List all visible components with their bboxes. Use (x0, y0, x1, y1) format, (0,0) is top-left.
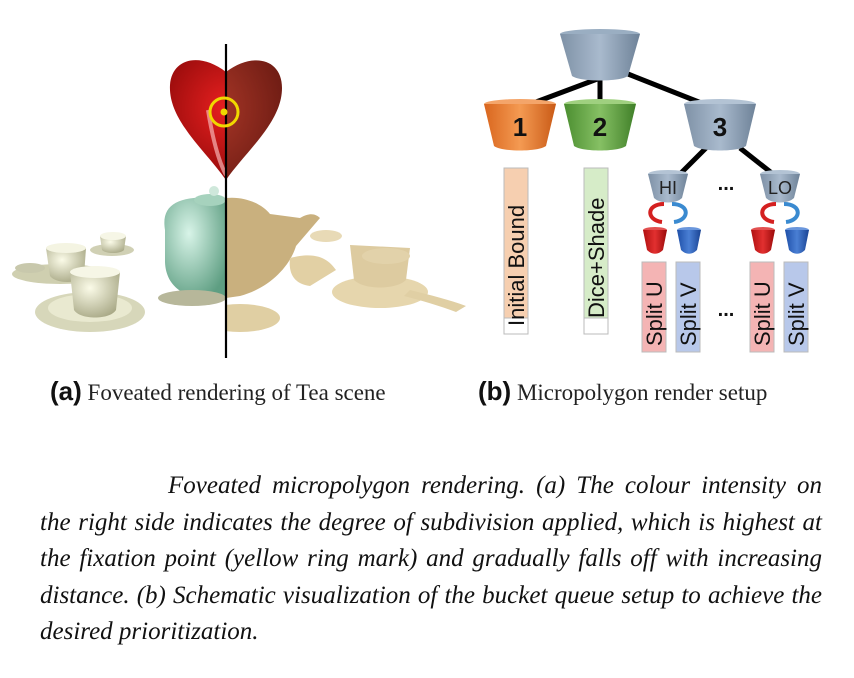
tea-scene-render (12, 44, 466, 358)
subfigure-a-caption: (a) Foveated rendering of Tea scene (50, 376, 386, 407)
split-v-bucket-lo (785, 227, 809, 254)
split-v-label-lo: Split V (784, 282, 809, 346)
bucket-1-number: 1 (513, 112, 527, 142)
split-v-label-box-lo: Split V (783, 261, 809, 353)
split-u-bucket-hi (643, 227, 667, 254)
bucket-queue-diagram: 1 2 3 HI LO ... (484, 29, 809, 353)
split-u-label-hi: Split U (642, 281, 667, 346)
split-u-label-lo: Split U (750, 281, 775, 346)
task-initial-bound-label: Initial Bound (504, 205, 529, 326)
bucket-2-number: 2 (593, 112, 607, 142)
split-u-bucket-lo (751, 227, 775, 254)
bucket-hi-label: HI (659, 178, 677, 198)
swap-arrows-icon-lo (760, 202, 800, 224)
task-initial-bound: Initial Bound (503, 167, 529, 335)
bucket-3-number: 3 (713, 112, 727, 142)
sub-bucket-ellipsis: ... (718, 173, 735, 195)
subfigure-a-tag: (a) (50, 376, 82, 406)
fixation-ring-icon (208, 96, 240, 128)
bucket-2: 2 (564, 99, 636, 151)
right-subdivision-view (226, 197, 466, 332)
swap-arrows-icon-hi (648, 202, 688, 224)
split-v-label-hi: Split V (676, 282, 701, 346)
split-u-label-box-hi: Split U (641, 261, 667, 353)
split-v-bucket-hi (677, 227, 701, 254)
root-bucket (560, 29, 640, 81)
bucket-1: 1 (484, 99, 556, 151)
heart-object (169, 60, 282, 180)
bucket-lo: LO (760, 170, 800, 203)
split-v-label-box-hi: Split V (675, 261, 701, 353)
left-teaset (12, 186, 226, 332)
bucket-3: 3 (684, 99, 756, 151)
split-ellipsis: ... (718, 299, 735, 321)
subfigure-a-label: Foveated rendering of Tea scene (87, 380, 386, 405)
bucket-hi: HI (648, 170, 688, 203)
figure-caption: Foveated micropolygon rendering. (a) The… (40, 472, 822, 645)
subfigure-b-label: Micropolygon render setup (516, 380, 768, 405)
split-u-label-box-lo: Split U (749, 261, 775, 353)
subfigure-b-tag: (b) (478, 376, 512, 406)
task-dice-shade-label: Dice+Shade (584, 198, 609, 318)
task-dice-shade: Dice+Shade (583, 167, 609, 335)
subfigure-b-caption: (b) Micropolygon render setup (478, 376, 767, 407)
bucket-lo-label: LO (768, 178, 792, 198)
